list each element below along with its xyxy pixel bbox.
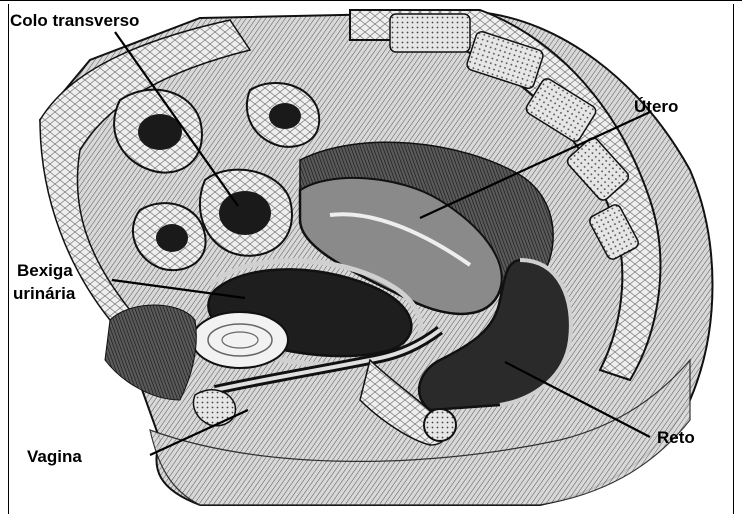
label-vagina: Vagina <box>27 447 82 466</box>
label-bladder-line2: urinária <box>13 284 75 303</box>
label-uterus: Útero <box>634 97 678 116</box>
label-rectum: Reto <box>657 428 695 447</box>
pubic-hair <box>105 305 196 400</box>
anal-sphincter <box>424 409 456 441</box>
label-bladder-line1: Bexiga <box>17 261 73 280</box>
pubic-bone <box>192 312 288 368</box>
label-colon: Colo transverso <box>10 11 139 30</box>
